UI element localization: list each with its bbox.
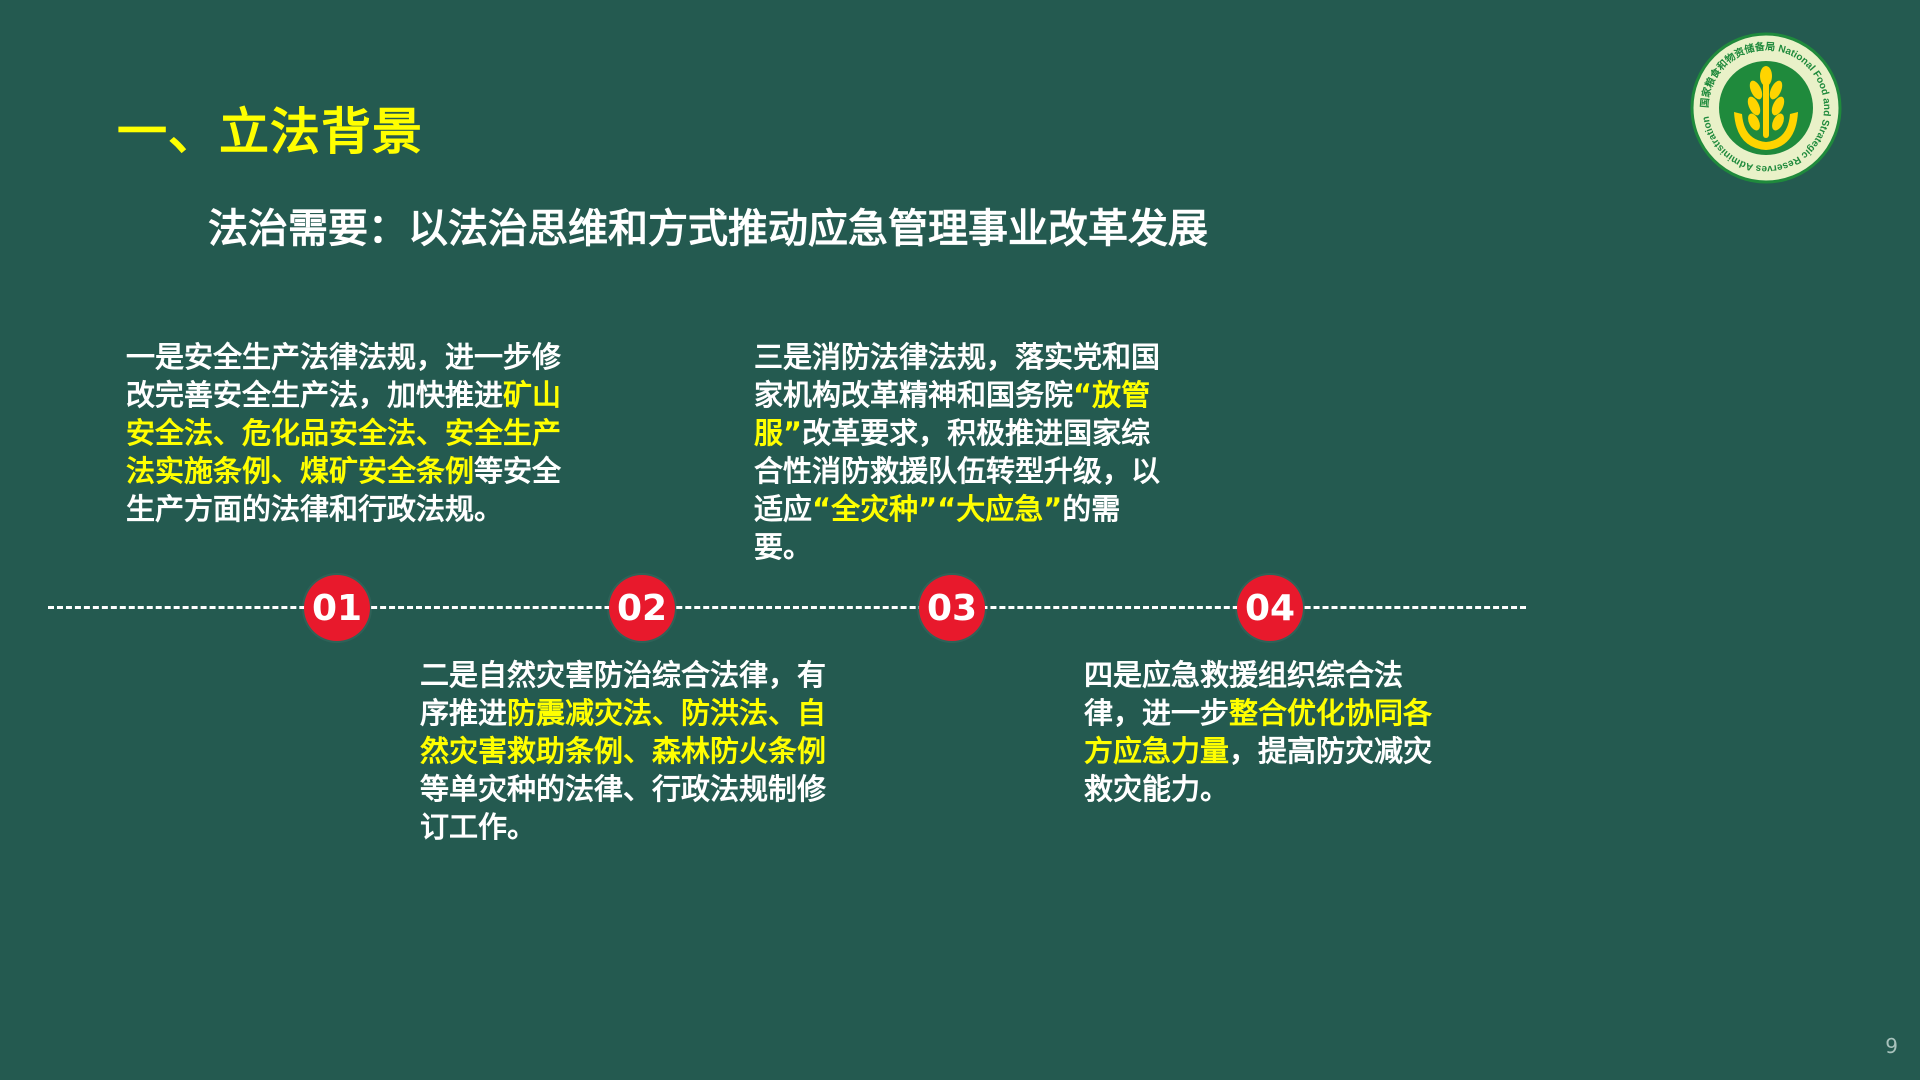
block-highlight-text: 防震减灾法、防洪法、自然灾害救助条例、森林防火条例 — [420, 696, 827, 768]
block-highlight-text: “放管服” — [754, 378, 1151, 450]
block-text: 二是自然灾害防治综合法律，有序推进 — [420, 658, 827, 730]
legislation-block-4: 四是应急救援组织综合法律，进一步整合优化协同各方应急力量，提高防灾减灾救灾能力。 — [1084, 656, 1436, 808]
block-text: 等单灾种的法律、行政法规制修订工作。 — [420, 772, 827, 844]
timeline-marker-02: 02 — [609, 575, 675, 641]
legislation-block-1: 一是安全生产法律法规，进一步修改完善安全生产法，加快推进矿山安全法、危化品安全法… — [126, 338, 566, 528]
timeline-dashed-line — [48, 606, 1526, 609]
block-text: 一是安全生产法律法规，进一步修改完善安全生产法，加快推进 — [126, 340, 562, 412]
slide-title: 一、立法背景 — [117, 103, 423, 161]
block-highlight-text: 整合优化协同各方应急力量 — [1084, 696, 1433, 768]
block-highlight-text: “全灾种”“大应急” — [812, 492, 1063, 526]
block-text: 四是应急救援组织综合法律，进一步 — [1084, 658, 1404, 730]
timeline-marker-01: 01 — [304, 575, 370, 641]
timeline-marker-03: 03 — [919, 575, 985, 641]
block-highlight-text: 矿山安全法、危化品安全法、安全生产法实施条例、煤矿安全条例 — [126, 378, 562, 488]
timeline-marker-04: 04 — [1237, 575, 1303, 641]
block-text: 三是消防法律法规，落实党和国家机构改革精神和国务院 — [754, 340, 1161, 412]
logo-emblem: 国家粮食和物资储备局 National Food and Strategic R… — [1690, 32, 1842, 184]
wheat-icon — [1734, 66, 1798, 150]
block-text: 的需要。 — [754, 492, 1121, 564]
block-text: 等安全生产方面的法律和行政法规。 — [126, 454, 562, 526]
legislation-block-3: 三是消防法律法规，落实党和国家机构改革精神和国务院“放管服”改革要求，积极推进国… — [754, 338, 1164, 566]
page-number: 9 — [1885, 1034, 1898, 1058]
legislation-block-2: 二是自然灾害防治综合法律，有序推进防震减灾法、防洪法、自然灾害救助条例、森林防火… — [420, 656, 828, 846]
slide-subtitle: 法治需要：以法治思维和方式推动应急管理事业改革发展 — [208, 206, 1208, 252]
block-text: 改革要求，积极推进国家综合性消防救援队伍转型升级，以适应 — [754, 416, 1161, 526]
block-text: ，提高防灾减灾救灾能力。 — [1084, 734, 1433, 806]
